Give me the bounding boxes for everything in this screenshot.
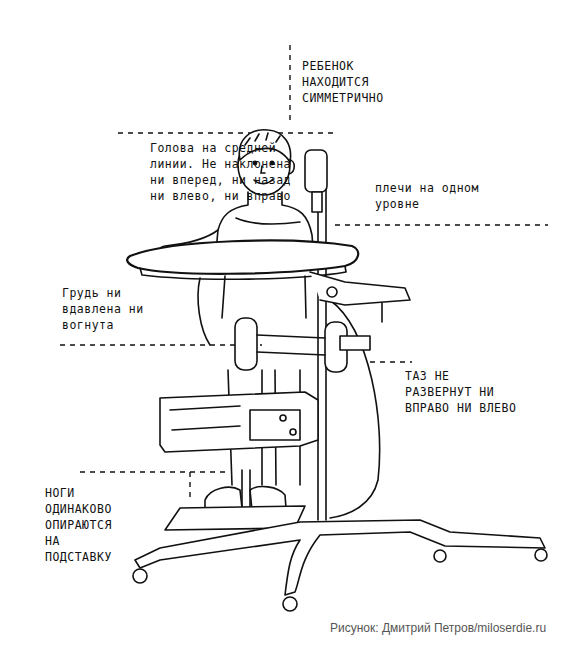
tray bbox=[127, 241, 358, 274]
child-hip bbox=[198, 278, 210, 345]
feet-guide bbox=[189, 472, 190, 500]
midline-guide bbox=[289, 45, 290, 125]
knee-plate bbox=[250, 410, 300, 440]
foot-post bbox=[242, 470, 250, 512]
pelvis-guide bbox=[370, 361, 412, 362]
feet-guide bbox=[80, 471, 225, 472]
posture-heading: РЕБЕНОК НАХОДИТСЯ СИММЕТРИЧНО bbox=[302, 58, 398, 106]
dashed-guides bbox=[60, 45, 548, 500]
head-note: Голова на средней линии. Не наклонена ни… bbox=[150, 140, 310, 204]
wheel bbox=[535, 549, 547, 561]
knee-block bbox=[160, 392, 318, 452]
base-frame bbox=[135, 520, 545, 595]
credit-note: Рисунок: Дмитрий Петров/miloserdie.ru bbox=[330, 620, 565, 636]
pad-bar bbox=[257, 335, 325, 355]
chest-guide bbox=[60, 344, 262, 345]
wheel bbox=[434, 550, 446, 562]
left-pad bbox=[235, 318, 257, 370]
headrest bbox=[305, 150, 327, 192]
shoulder-note: плечи на одном уровне bbox=[375, 180, 503, 212]
wheel bbox=[133, 569, 147, 583]
screw bbox=[290, 429, 296, 435]
wheel bbox=[283, 597, 297, 611]
handle-pin bbox=[381, 303, 383, 322]
shirt-line bbox=[236, 218, 300, 224]
tray-bracket bbox=[310, 272, 410, 305]
stander-frame bbox=[127, 150, 545, 595]
chest-note: Грудь ни вдавлена ни вогнута bbox=[62, 285, 162, 333]
knob bbox=[327, 287, 337, 297]
shoulder-guide bbox=[335, 224, 548, 225]
child-body bbox=[222, 276, 306, 318]
pelvis-note: ТАЗ НЕ РАЗВЕРНУТ НИ ВПРАВО НИ ВЛЕВО bbox=[405, 368, 517, 416]
knee-strap bbox=[170, 406, 240, 430]
headrest-clamp bbox=[312, 192, 322, 212]
wheels bbox=[133, 549, 547, 611]
head-guide bbox=[118, 132, 335, 133]
pad-clamp bbox=[340, 336, 370, 350]
feet-note: НОГИ ОДИНАКОВО ОПИРАЮТСЯ НА ПОДСТАВКУ bbox=[45, 485, 133, 565]
screw bbox=[280, 415, 286, 421]
